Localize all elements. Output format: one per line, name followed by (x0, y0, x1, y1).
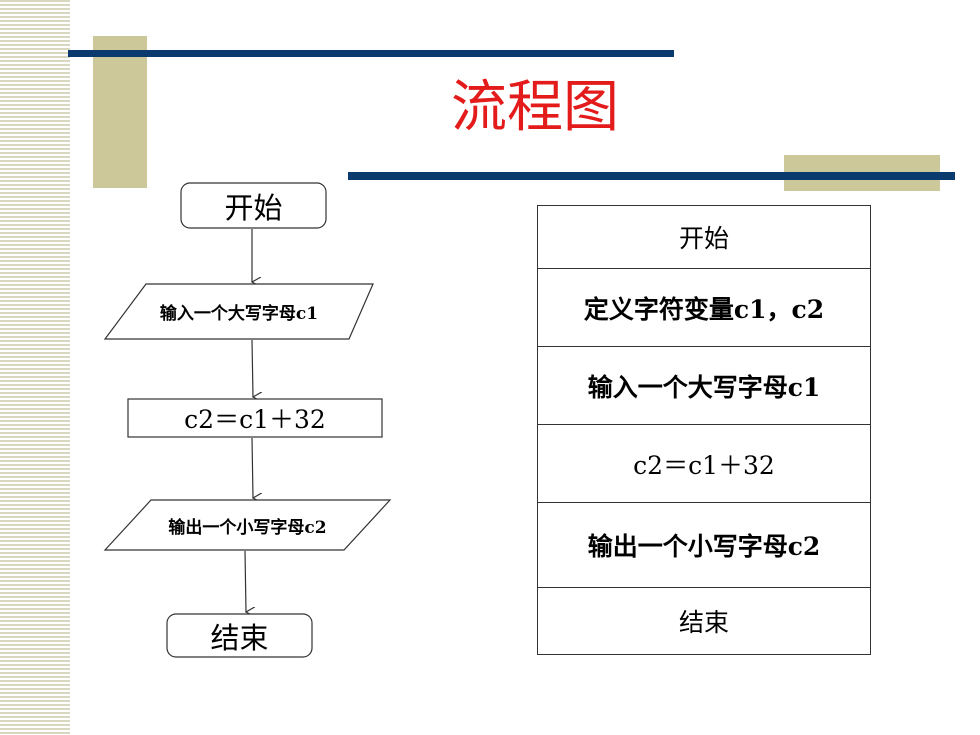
olive-block-top-left (93, 36, 147, 188)
process-box-shape (127, 398, 383, 438)
ns-structure-chart: 开始 定义字符变量c1，c2 输入一个大写字母c1 c2＝c1＋32 输出一个小… (537, 205, 871, 655)
start-label: 开始 (224, 190, 283, 225)
ns-row-start: 开始 (538, 206, 870, 269)
input-label: 输入一个大写字母c1 (159, 304, 319, 324)
page-title: 流程图 (451, 75, 619, 140)
output-label: 输出一个小写字母c2 (168, 517, 327, 538)
input-parallelogram-shape (103, 283, 374, 340)
process-label: c2＝c1＋32 (184, 405, 326, 434)
ns-row-process: c2＝c1＋32 (538, 425, 870, 503)
start-terminal-shape (180, 182, 327, 229)
ns-row-output: 输出一个小写字母c2 (538, 503, 870, 588)
end-label: 结束 (210, 620, 269, 655)
ns-row-end: 结束 (678, 608, 729, 637)
output-parallelogram-shape (103, 499, 392, 551)
arrow-output-to-end (244, 550, 246, 612)
ns-row-input: 输入一个大写字母c1 (538, 347, 870, 425)
ns-row-declare: 定义字符变量c1，c2 (538, 269, 870, 347)
navy-bar-top (68, 50, 674, 57)
arrow-process-to-output (251, 437, 253, 498)
end-terminal-shape (166, 613, 313, 658)
navy-bar-mid (348, 172, 955, 180)
arrow-input-to-process (251, 339, 253, 397)
striped-left-border (0, 0, 70, 735)
